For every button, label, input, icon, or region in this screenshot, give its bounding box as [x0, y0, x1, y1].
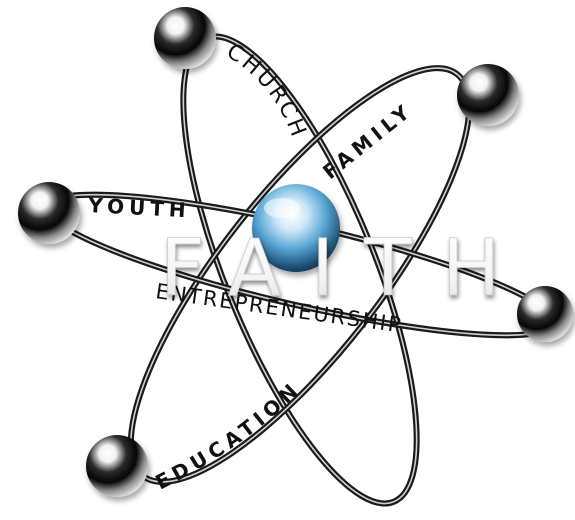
electron-sphere-left	[18, 182, 80, 244]
electron-sphere-bottom-left	[86, 435, 148, 497]
education-label: EDUCATION	[151, 376, 305, 495]
electron-sphere-right	[517, 286, 573, 342]
church-label: CHURCH	[222, 39, 312, 143]
faith-title: FAITH	[160, 224, 530, 314]
family-label: FAMILY	[318, 97, 418, 183]
electron-sphere-top	[154, 7, 216, 69]
youth-label: YOUTH	[87, 193, 192, 222]
electron-sphere-top-right	[457, 64, 519, 126]
nucleus-sphere	[252, 184, 340, 272]
